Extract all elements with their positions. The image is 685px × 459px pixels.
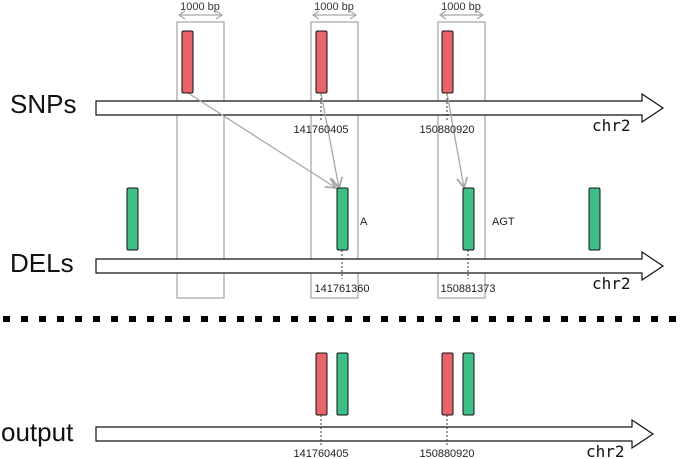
window-box-1 — [176, 21, 225, 299]
bp-span-arrow-2 — [311, 10, 358, 20]
bp-label-2: 1000 bp — [314, 1, 354, 13]
output-chrom-label: chr2 — [586, 442, 625, 459]
snp-block-2 — [315, 30, 328, 94]
snp-block-1 — [181, 30, 194, 94]
del-block-3 — [462, 187, 475, 251]
del-block-4 — [588, 187, 601, 251]
output-position-label-2: 150880920 — [419, 448, 474, 459]
output-del-block-1 — [336, 352, 349, 416]
del-allele-label-2: AGT — [492, 216, 515, 228]
del-block-1 — [126, 187, 139, 251]
window-box-3 — [437, 21, 486, 299]
output-position-label-1: 141760405 — [293, 448, 348, 459]
snp-position-label-2: 150880920 — [419, 124, 474, 136]
bp-label-1: 1000 bp — [180, 1, 220, 13]
snps-chrom-label: chr2 — [592, 116, 631, 135]
del-position-label-1: 141761360 — [314, 283, 369, 295]
snps-chromosome-arrow — [95, 92, 665, 124]
dels-chromosome-arrow — [95, 250, 665, 282]
output-chromosome-arrow — [95, 418, 655, 450]
output-track-label: output — [1, 417, 74, 447]
window-box-2 — [310, 21, 359, 299]
link-arrow-2 — [320, 92, 339, 188]
del-position-label-2: 150881373 — [440, 283, 495, 295]
snp-block-3 — [441, 30, 454, 94]
output-del-block-2 — [462, 352, 475, 416]
output-snp-block-1 — [315, 352, 328, 416]
snps-track-label: SNPs — [10, 89, 76, 119]
link-arrow-1 — [187, 92, 336, 188]
snp-position-label-1: 141760405 — [293, 124, 348, 136]
del-allele-label-1: A — [360, 216, 368, 228]
dels-track-label: DELs — [10, 248, 74, 278]
output-snp-block-2 — [441, 352, 454, 416]
dels-chrom-label: chr2 — [592, 274, 631, 293]
bp-span-arrow-1 — [177, 10, 224, 20]
del-block-2 — [336, 187, 349, 251]
bp-span-arrow-3 — [438, 10, 485, 20]
bp-label-3: 1000 bp — [441, 1, 481, 13]
link-arrow-3 — [446, 92, 464, 188]
